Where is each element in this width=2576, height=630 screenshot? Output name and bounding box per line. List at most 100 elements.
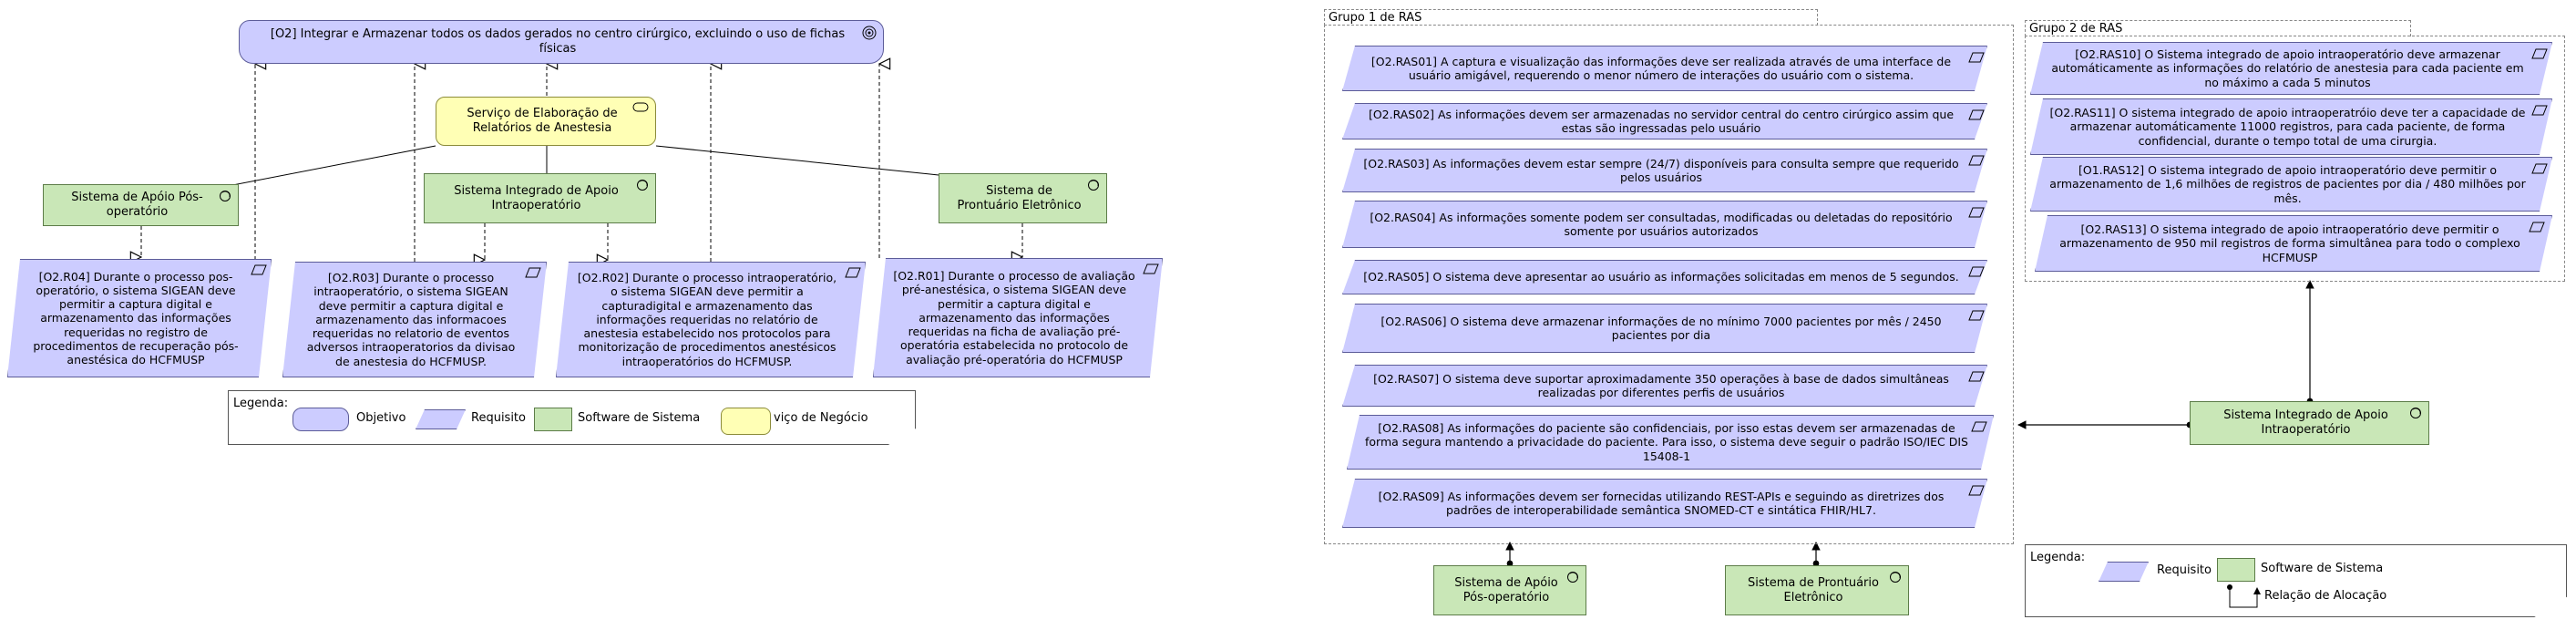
legend-title: Legenda: — [2030, 551, 2086, 564]
software-icon — [1088, 180, 1099, 191]
requirement-icon — [2531, 46, 2548, 63]
requirement-ras-text: [O2.RAS03] As informações devem estar se… — [1363, 156, 1959, 184]
requirement-icon — [251, 264, 267, 275]
requirement-icon — [1968, 204, 1985, 222]
requirement-r02-text: [O2.R02] Durante o processo intraoperató… — [577, 271, 837, 368]
software-icon — [1890, 572, 1901, 583]
requirement-icon — [1968, 368, 1985, 386]
requirement-ras-g1[interactable]: [O2.RAS04] As informações somente podem … — [1342, 201, 1987, 248]
system-pos-op[interactable]: Sistema de Apóio Pós-operatório — [43, 184, 239, 226]
serving-line — [222, 145, 436, 188]
allocation-legend-icon — [2227, 584, 2261, 608]
requirement-ras-g1[interactable]: [O2.RAS01] A captura e visualização das … — [1342, 46, 1987, 91]
legend-right: Legenda: Requisito Software de Sistema R… — [2025, 544, 2567, 617]
group2-tab: Grupo 2 de RAS — [2025, 20, 2411, 36]
requirement-ras-text: [O2.RAS02] As informações devem ser arma… — [1368, 107, 1955, 135]
requirement-ras-g1[interactable]: [O2.RAS02] As informações devem ser arma… — [1342, 103, 1987, 139]
requirement-icon — [1968, 482, 1985, 500]
goal-node[interactable]: [O2] Integrar e Armazenar todos os dados… — [239, 20, 884, 64]
requirement-ras-text: [O2.RAS05] O sistema deve apresentar ao … — [1363, 270, 1959, 284]
group2-frame[interactable] — [2025, 36, 2565, 282]
system-prontuario-right-label: Sistema de Prontuário Eletrônico — [1748, 575, 1879, 604]
requirement-icon — [2531, 160, 2548, 178]
group1-tab: Grupo 1 de RAS — [1324, 9, 1818, 26]
legend-requirement-label: Requisito — [471, 411, 526, 425]
software-icon — [2410, 408, 2421, 418]
requirement-ras-text: [O2.RAS06] O sistema deve armazenar info… — [1380, 314, 1942, 342]
requirement-r03[interactable]: [O2.R03] Durante o processo intraoperató… — [282, 262, 547, 377]
system-pos-op-label: Sistema de Apóio Pós-operatório — [71, 191, 203, 219]
serving-line — [655, 145, 939, 176]
requirement-r03-text: [O2.R03] Durante o processo intraoperató… — [306, 271, 516, 368]
system-prontuario[interactable]: Sistema de Prontuário Eletrônico — [939, 173, 1107, 223]
goal-label: [O2] Integrar e Armazenar todos os dados… — [270, 27, 846, 56]
requirement-icon — [1143, 263, 1159, 274]
requirement-icon — [1971, 418, 1987, 436]
requirement-icon — [845, 267, 861, 278]
software-icon — [220, 191, 231, 201]
requirement-ras-g1[interactable]: [O2.RAS08] As informações do paciente sã… — [1347, 415, 1994, 470]
requirement-ras-g1[interactable]: [O2.RAS07] O sistema deve suportar aprox… — [1342, 365, 1987, 407]
requirement-ras-text: [O2.RAS11] O sistema integrado de apoio … — [2049, 106, 2526, 148]
requirement-ras-text: [O2.RAS13] O sistema integrado de apoio … — [2059, 222, 2520, 264]
legend-requirement-swatch — [2099, 562, 2149, 582]
requirement-icon — [2529, 219, 2545, 236]
requirement-ras-text: [O1.RAS12] O sistema integrado de apoio … — [2049, 163, 2526, 205]
legend-software-swatch — [2217, 558, 2255, 582]
legend-goal-label: Objetivo — [356, 411, 406, 425]
system-intra-op-right[interactable]: Sistema Integrado de Apoio Intraoperatór… — [2190, 401, 2429, 445]
requirement-ras-g2[interactable]: [O1.RAS12] O sistema integrado de apoio … — [2030, 157, 2552, 212]
requirement-r04-text: [O2.R04] Durante o processo pos-operatór… — [33, 269, 239, 367]
group2-title: Grupo 2 de RAS — [2029, 22, 2123, 36]
requirement-icon — [1968, 152, 1985, 170]
requirement-ras-text: [O2.RAS07] O sistema deve suportar aprox… — [1373, 371, 1949, 399]
legend-requirement-swatch — [416, 409, 466, 429]
requirement-ras-text: [O2.RAS04] As informações somente podem … — [1370, 210, 1953, 238]
system-intra-op-right-label: Sistema Integrado de Apoio Intraoperatór… — [2223, 408, 2388, 437]
requirement-icon — [1968, 107, 1985, 124]
service-node[interactable]: Serviço de Elaboração de Relatórios de A… — [436, 97, 656, 146]
system-intra-op[interactable]: Sistema Integrado de Apoio Intraoperatór… — [424, 173, 656, 223]
legend-goal-swatch — [292, 408, 349, 431]
legend-title: Legenda: — [233, 397, 289, 410]
requirement-icon — [525, 267, 541, 278]
requirement-r02[interactable]: [O2.R02] Durante o processo intraoperató… — [556, 262, 866, 377]
legend-allocation-label: Relação de Alocação — [2264, 589, 2387, 603]
requirement-r01[interactable]: [O2.R01] Durante o processo de avaliação… — [873, 258, 1163, 377]
legend-left: Legenda: Objetivo Requisito Software de … — [228, 390, 916, 445]
requirement-ras-g2[interactable]: [O2.RAS11] O sistema integrado de apoio … — [2030, 98, 2552, 155]
requirement-icon — [1968, 307, 1985, 325]
requirement-ras-text: [O2.RAS08] As informações do paciente sã… — [1365, 421, 1968, 463]
legend-service-swatch — [721, 408, 771, 435]
requirement-r01-text: [O2.R01] Durante o processo de avaliação… — [893, 269, 1135, 367]
system-intra-op-label: Sistema Integrado de Apoio Intraoperatór… — [454, 183, 619, 212]
requirement-ras-g1[interactable]: [O2.RAS03] As informações devem estar se… — [1342, 149, 1987, 192]
legend-requirement-label: Requisito — [2157, 563, 2212, 577]
legend-software-label: Software de Sistema — [578, 411, 701, 425]
software-icon — [637, 180, 648, 191]
software-icon — [1567, 572, 1578, 583]
legend-service-label: viço de Negócio — [774, 411, 868, 425]
service-icon — [632, 102, 649, 112]
requirement-r04[interactable]: [O2.R04] Durante o processo pos-operatór… — [7, 259, 272, 377]
requirement-ras-g1[interactable]: [O2.RAS06] O sistema deve armazenar info… — [1342, 304, 1987, 353]
service-label: Serviço de Elaboração de Relatórios de A… — [467, 107, 618, 135]
group1-frame[interactable] — [1324, 25, 2014, 544]
system-prontuario-label: Sistema de Prontuário Eletrônico — [957, 183, 1082, 212]
legend-software-label: Software de Sistema — [2261, 562, 2384, 575]
requirement-ras-text: [O2.RAS10] O Sistema integrado de apoio … — [2051, 47, 2524, 89]
requirement-ras-g2[interactable]: [O2.RAS13] O sistema integrado de apoio … — [2035, 215, 2552, 272]
requirement-ras-g1[interactable]: [O2.RAS09] As informações devem ser forn… — [1342, 479, 1987, 528]
requirement-icon — [1968, 49, 1985, 67]
requirement-icon — [1968, 263, 1985, 281]
requirement-ras-g1[interactable]: [O2.RAS05] O sistema deve apresentar ao … — [1342, 260, 1987, 294]
requirement-ras-text: [O2.RAS09] As informações devem ser forn… — [1378, 489, 1945, 517]
system-pos-op-right[interactable]: Sistema de Apóio Pós-operatório — [1433, 565, 1586, 615]
system-prontuario-right[interactable]: Sistema de Prontuário Eletrônico — [1725, 565, 1909, 615]
group1-title: Grupo 1 de RAS — [1329, 11, 1422, 25]
legend-software-swatch — [534, 408, 572, 431]
requirement-icon — [2531, 102, 2548, 119]
goal-icon — [862, 26, 877, 40]
requirement-ras-g2[interactable]: [O2.RAS10] O Sistema integrado de apoio … — [2030, 42, 2552, 95]
